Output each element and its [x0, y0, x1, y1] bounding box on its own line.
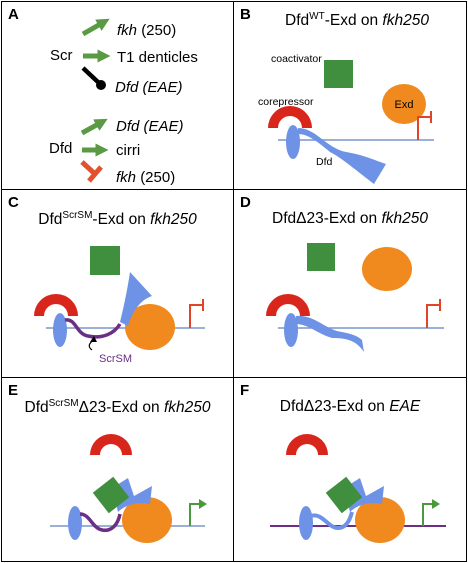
active-promoter-icon: [422, 503, 434, 526]
target-phenotype: T1 denticles: [117, 49, 198, 66]
coactivator-square: [307, 243, 335, 271]
target-gene: fkh: [116, 169, 136, 186]
scrsm-linker: [64, 318, 122, 339]
corepressor-label: corepressor: [258, 96, 314, 108]
scrsm-label: ScrSM: [99, 353, 132, 365]
repression-bar: [87, 165, 103, 183]
activation-arrow: [80, 118, 108, 136]
dfd-label: Dfd: [316, 156, 333, 168]
panel-title: DfdScrSM-Exd on fkh250: [38, 210, 197, 229]
exd-ellipse: [355, 497, 405, 543]
svg-text:fkh (250): fkh (250): [117, 22, 176, 39]
coactivator-square: [325, 476, 363, 514]
panel-letter: D: [240, 194, 251, 211]
exd-ellipse: [122, 497, 172, 543]
panel-c: C DfdScrSM-Exd on fkh250 ScrSM: [1, 189, 234, 378]
panel-f: F DfdΔ23-Exd on EAE: [233, 377, 467, 562]
panel-letter: B: [240, 6, 251, 23]
coactivator-square: [90, 246, 120, 275]
complex-diagram: coactivator Exd corepressor Dfd: [258, 53, 434, 184]
target-gene: Dfd: [115, 79, 139, 96]
target-note: (250): [140, 169, 175, 186]
corepressor-arc: [90, 434, 132, 455]
scr-label: Scr: [50, 47, 73, 64]
panel-title: DfdScrSMΔ23-Exd on fkh250: [24, 398, 211, 417]
target-note: (EAE): [144, 118, 184, 135]
svg-text:Dfd (EAE): Dfd (EAE): [115, 79, 183, 96]
regulation-diagram: Scr fkh (250) T1 denticles Dfd (EAE) Dfd…: [49, 18, 198, 186]
panel-a: A Scr fkh (250) T1 denticles Dfd (EAE) D…: [1, 1, 234, 190]
dfd-homeodomain: [68, 506, 82, 540]
corepressor-arc: [266, 294, 310, 316]
dfd-label: Dfd: [49, 140, 72, 157]
active-promoter-icon: [189, 503, 201, 526]
dfd-homeodomain: [286, 125, 300, 159]
corepressor-arc: [34, 294, 78, 316]
target-gene: Dfd: [116, 118, 140, 135]
panel-title: DfdΔ23-Exd on EAE: [279, 398, 421, 415]
complex-diagram: [266, 243, 444, 352]
repression-arrow: [81, 66, 101, 85]
coactivator-square: [324, 60, 353, 88]
exd-label: Exd: [395, 99, 414, 111]
repression-blunt-end: [96, 80, 106, 90]
complex-diagram: ScrSM: [34, 246, 205, 365]
target-note: (250): [141, 22, 176, 39]
target-phenotype: cirri: [116, 142, 140, 159]
repression-arrow: [80, 160, 97, 176]
dfd-homeodomain: [299, 506, 313, 540]
dfd-homeodomain: [284, 313, 298, 347]
target-gene: fkh: [117, 22, 137, 39]
repressed-promoter-icon: [426, 299, 441, 328]
panel-title: DfdWT-Exd on fkh250: [285, 11, 429, 30]
complex-diagram: [270, 434, 446, 543]
panel-letter: C: [8, 194, 19, 211]
panel-letter: F: [240, 382, 250, 399]
panel-d: D DfdΔ23-Exd on fkh250: [233, 189, 467, 378]
repressed-promoter-icon: [189, 299, 204, 328]
complex-diagram: [50, 434, 207, 543]
target-note: (EAE): [143, 79, 183, 96]
svg-text:fkh (250): fkh (250): [116, 169, 175, 186]
dfd-tail: [120, 272, 152, 326]
scrsm-linker: [79, 512, 122, 533]
dfd-homeodomain: [53, 313, 67, 347]
panel-letter: E: [8, 382, 19, 399]
corepressor-arc: [268, 106, 312, 128]
corepressor-arc: [286, 434, 328, 455]
svg-text:Dfd (EAE): Dfd (EAE): [116, 118, 184, 135]
exd-ellipse: [125, 304, 175, 350]
dfd-tail: [296, 315, 364, 352]
activation-arrow: [81, 18, 110, 37]
panel-title: DfdΔ23-Exd on fkh250: [272, 210, 428, 227]
dfd-linker: [310, 511, 354, 531]
repressed-promoter-icon: [417, 111, 432, 140]
exd-ellipse: [382, 84, 426, 124]
coactivator-square: [92, 476, 130, 514]
panel-e: E DfdScrSMΔ23-Exd on fkh250: [1, 377, 234, 562]
dfd-tail: [298, 128, 386, 184]
panel-b: B DfdWT-Exd on fkh250 coactivator Exd co…: [233, 1, 467, 190]
panel-letter: A: [8, 6, 19, 23]
exd-ellipse: [362, 247, 412, 291]
coactivator-label: coactivator: [271, 53, 322, 65]
dfd-tail: [112, 478, 152, 512]
